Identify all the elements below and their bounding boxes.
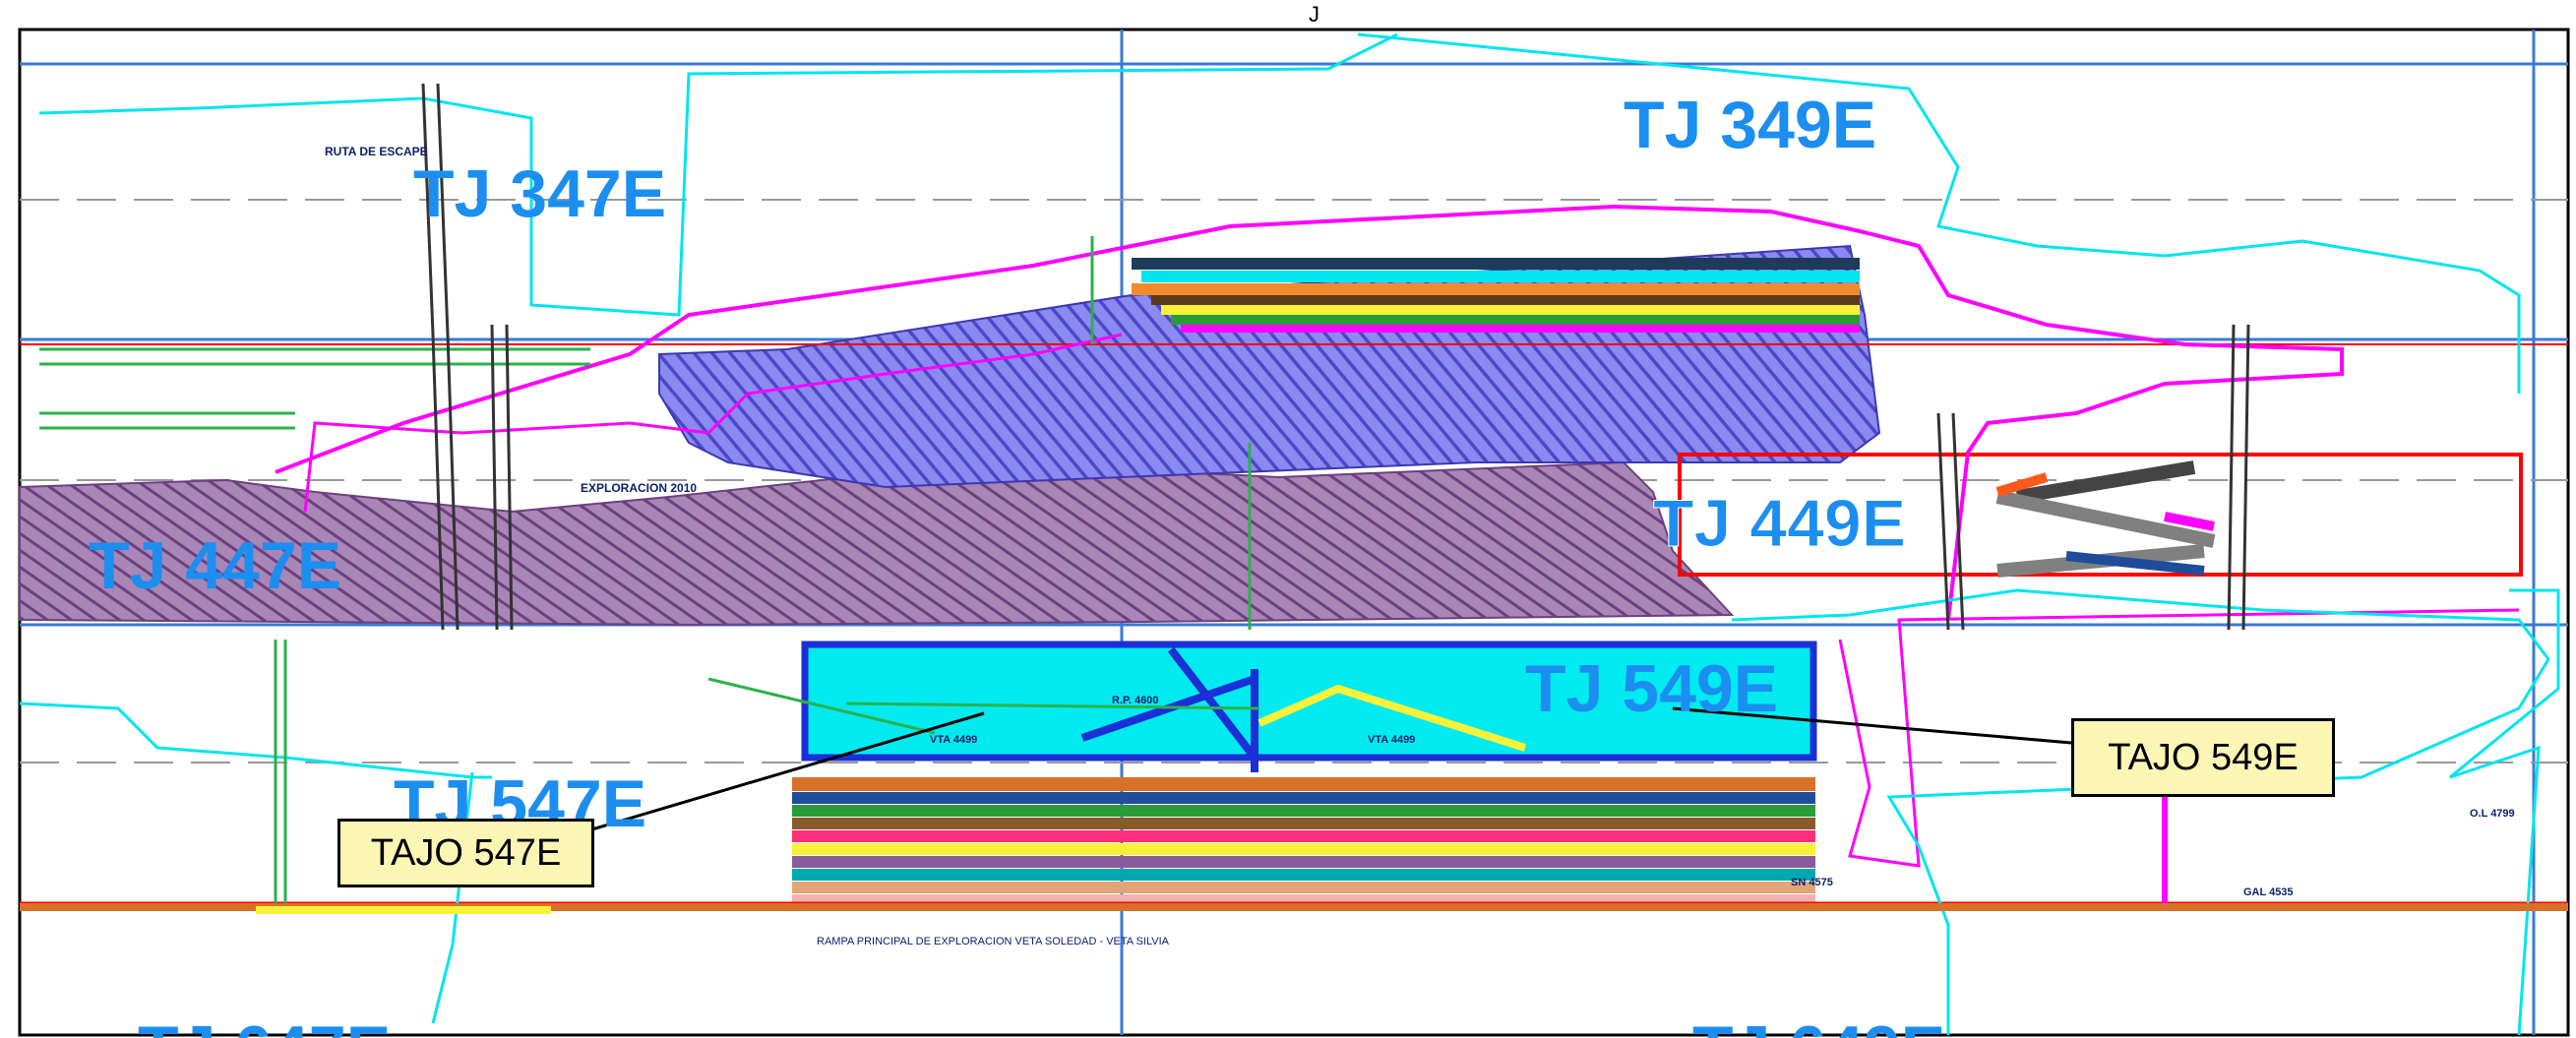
stope-brace [1167,646,1258,761]
lower-strata-bands [792,777,1815,902]
label-gal: GAL 4535 [2243,886,2294,898]
vein-gray [1995,490,2216,548]
label-tj-649e: TJ 649E [1692,1012,1945,1038]
label-main-ramp: RAMPA PRINCIPAL DE EXPLORACION VETA SOLE… [817,936,1170,947]
stope-449e-frame [1678,453,2523,577]
vertical-shafts [421,83,2250,631]
label-ol: O.L 4799 [2470,808,2515,820]
label-vta-b: VTA 4499 [1368,734,1415,746]
upper-strata-bands [1132,258,1860,333]
vein-gray [2015,460,2196,504]
boundary-cyan [19,702,492,779]
label-tj-349e: TJ 349E [1624,88,1876,162]
ore-body-purple [19,460,1735,627]
label-tj-549e: TJ 549E [1525,651,1778,726]
label-rp: R.P. 4600 [1112,695,1159,706]
boundary-magenta [303,333,1123,513]
vein-blue [2065,551,2205,576]
label-exploration: EXPLORACION 2010 [581,481,697,495]
boundary-cyan [2449,588,2560,1036]
callout-tajo-547e: TAJO 547E [337,819,594,887]
green-drifts [39,236,1260,905]
leader-line-549e [1672,706,2072,745]
leader-line-547e [584,711,985,833]
boundary-magenta [275,204,2344,621]
boundary-cyan [1357,32,2521,394]
label-tj-449e: TJ 449E [1653,486,1906,561]
label-sn: SN 4575 [1791,877,1833,888]
vein-orange [1995,472,2049,497]
boundary-magenta [1838,608,2520,868]
boundary-cyan [431,771,474,1024]
boundary-cyan [38,32,1398,317]
vein-yellow [1257,684,1527,752]
label-vta-a: VTA 4499 [930,734,977,746]
label-tj-347e: TJ 347E [413,156,666,231]
title-fragment: J [1309,2,1319,27]
label-escape-route: RUTA DE ESCAPE [325,145,428,158]
callout-tajo-549e: TAJO 549E [2071,718,2335,797]
vein-magenta [2164,512,2215,531]
boundary-cyan [1731,588,2550,1035]
label-tj-447e: TJ 447E [89,528,341,603]
label-tj-647e: TJ 647E [138,1012,391,1038]
